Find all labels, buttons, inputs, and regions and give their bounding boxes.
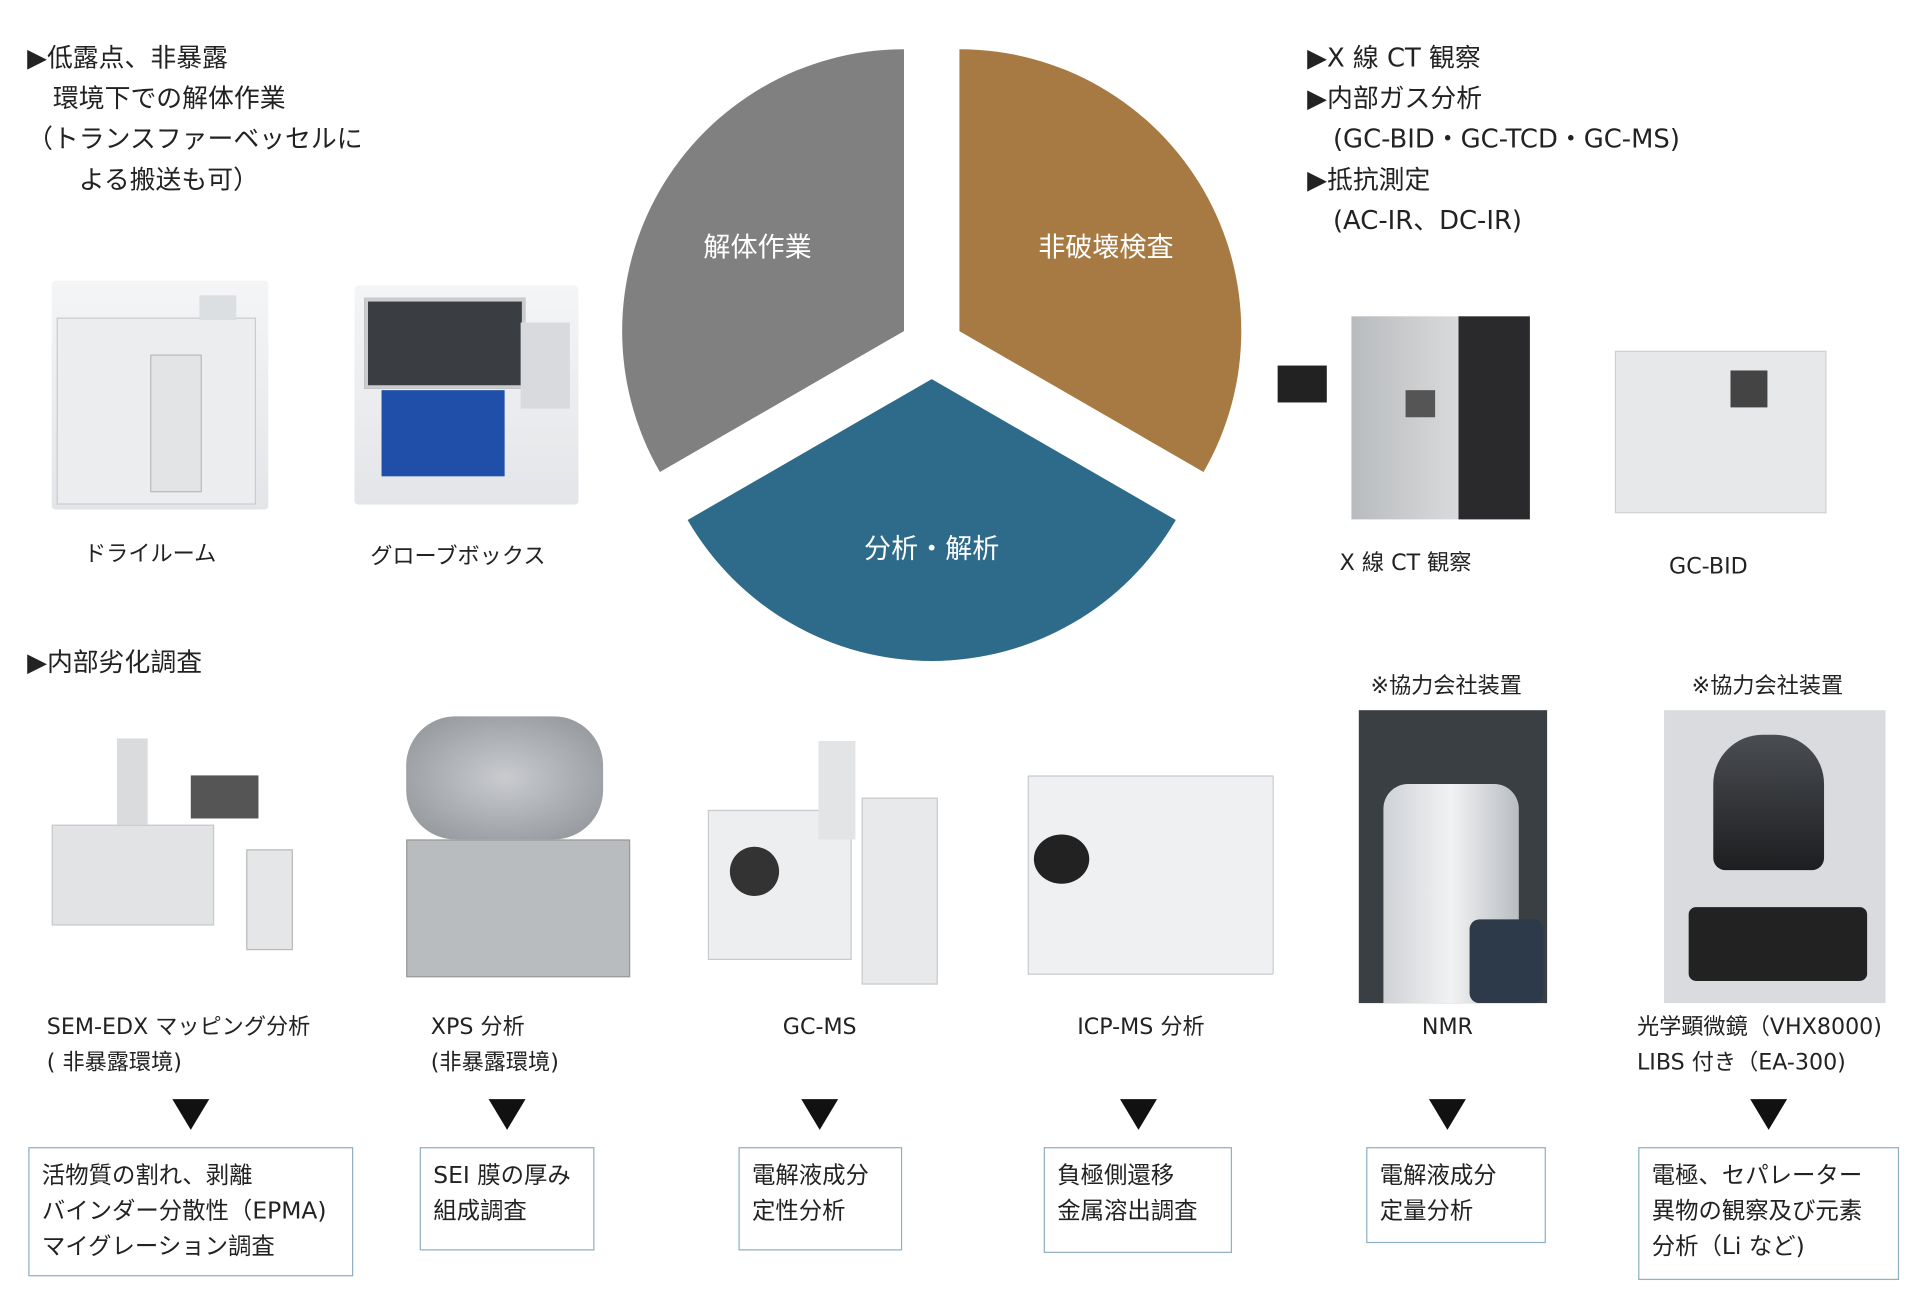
text-line: ▶抵抗測定 [1307, 164, 1431, 195]
result-line: マイグレーション調査 [41, 1233, 275, 1261]
text-line: (GC-BID・GC-TCD・GC-MS) [1307, 124, 1680, 154]
caption-line: XPS 分析 [430, 1014, 525, 1041]
caption-line: 光学顕微鏡（VHX8000) [1636, 1014, 1882, 1041]
nmr-photo [1358, 710, 1548, 1004]
text-line: ▶X 線 CT 観察 [1307, 43, 1481, 73]
caption-line: NMR [1421, 1014, 1473, 1041]
partner-equipment-note: ※協力会社装置 [1370, 673, 1522, 700]
gc-bid-caption: GC-BID [1669, 553, 1748, 580]
dry-room-caption: ドライルーム [84, 541, 217, 568]
result-line: 電極、セパレーター [1651, 1161, 1863, 1189]
glove-box-caption: グローブボックス [370, 544, 546, 570]
caption-line: ICP-MS 分析 [1077, 1014, 1205, 1041]
text-line: 環境下での解体作業 [27, 83, 286, 114]
text-line: ▶低露点、非暴露 [27, 43, 228, 73]
dry-room-photo [51, 280, 269, 510]
down-arrow-icon [1120, 1099, 1157, 1130]
internal-degradation-heading: ▶内部劣化調査 [27, 647, 203, 677]
down-arrow-icon [1428, 1099, 1466, 1130]
caption-line: ( 非暴露環境) [46, 1049, 182, 1076]
caption-line: SEM-EDX マッピング分析 [46, 1014, 311, 1041]
result-line: 電解液成分 [752, 1161, 869, 1189]
segment-analysis-label: 分析・解析 [864, 534, 999, 565]
down-arrow-icon [172, 1099, 210, 1130]
teardown-description: ▶低露点、非暴露 環境下での解体作業 （トランスファーベッセルに よる搬送も可） [27, 38, 363, 200]
result-line: 金属溶出調査 [1057, 1197, 1198, 1225]
segment-nondestructive-label: 非破壊検査 [1038, 232, 1173, 263]
result-line: 活物質の割れ、剥離 [41, 1161, 253, 1189]
result-line: 電解液成分 [1379, 1161, 1497, 1189]
result-line: 分析（Li など) [1651, 1233, 1805, 1261]
sem-edx-caption: SEM-EDX マッピング分析 ( 非暴露環境) [47, 1009, 311, 1080]
icp-ms-photo [1009, 772, 1274, 977]
result-line: 定量分析 [1379, 1197, 1474, 1225]
partner-equipment-note: ※協力会社装置 [1691, 673, 1844, 700]
text-line: ▶内部ガス分析 [1307, 83, 1483, 114]
nmr-caption: NMR [1422, 1009, 1473, 1045]
gc-ms-result-box: 電解液成分定性分析 [738, 1147, 903, 1251]
xps-caption: XPS 分析 (非暴露環境) [431, 1009, 559, 1080]
xray-ct-caption: X 線 CT 観察 [1339, 550, 1472, 577]
glove-box-photo [354, 285, 579, 505]
result-line: 組成調査 [433, 1197, 527, 1225]
result-line: バインダー分散性（EPMA) [41, 1197, 327, 1225]
optical-microscope-result-box: 電極、セパレーター異物の観察及び元素分析（Li など) [1638, 1147, 1900, 1281]
result-line: SEI 膜の厚み [433, 1161, 571, 1189]
down-arrow-icon [488, 1099, 526, 1130]
text-line: よる搬送も可） [27, 164, 259, 195]
result-line: 異物の観察及び元素 [1651, 1197, 1863, 1225]
segment-teardown-label: 解体作業 [703, 232, 811, 263]
result-line: 定性分析 [752, 1197, 846, 1225]
optical-microscope-caption: 光学顕微鏡（VHX8000) LIBS 付き（EA-300) [1637, 1009, 1882, 1080]
gc-ms-photo [707, 736, 942, 989]
gc-ms-caption: GC-MS [783, 1009, 857, 1045]
caption-line: (非暴露環境) [430, 1049, 559, 1076]
down-arrow-icon [1750, 1099, 1788, 1130]
sem-edx-result-box: 活物質の割れ、剥離バインダー分散性（EPMA) マイグレーション調査 [28, 1147, 354, 1277]
xray-ct-photo [1277, 313, 1539, 521]
xps-photo [381, 704, 634, 990]
segment-teardown [622, 49, 905, 473]
gc-bid-photo [1612, 326, 1828, 524]
optical-microscope-photo [1664, 710, 1886, 1004]
text-line: (AC-IR、DC-IR) [1307, 205, 1523, 236]
text-line: （トランスファーベッセルに [27, 124, 363, 154]
segment-nondestructive [959, 49, 1242, 473]
sem-edx-photo [49, 732, 296, 954]
icp-ms-caption: ICP-MS 分析 [1077, 1009, 1204, 1045]
down-arrow-icon [801, 1099, 839, 1130]
result-line: 負極側還移 [1057, 1161, 1175, 1189]
caption-line: GC-MS [782, 1014, 857, 1041]
nondestructive-description: ▶X 線 CT 観察 ▶内部ガス分析 (GC-BID・GC-TCD・GC-MS)… [1307, 38, 1680, 241]
caption-line: LIBS 付き（EA-300) [1636, 1049, 1846, 1076]
segment-analysis [687, 379, 1176, 661]
icp-ms-result-box: 負極側還移金属溶出調査 [1043, 1147, 1233, 1253]
nmr-result-box: 電解液成分定量分析 [1366, 1147, 1546, 1244]
xps-result-box: SEI 膜の厚み組成調査 [419, 1147, 595, 1251]
